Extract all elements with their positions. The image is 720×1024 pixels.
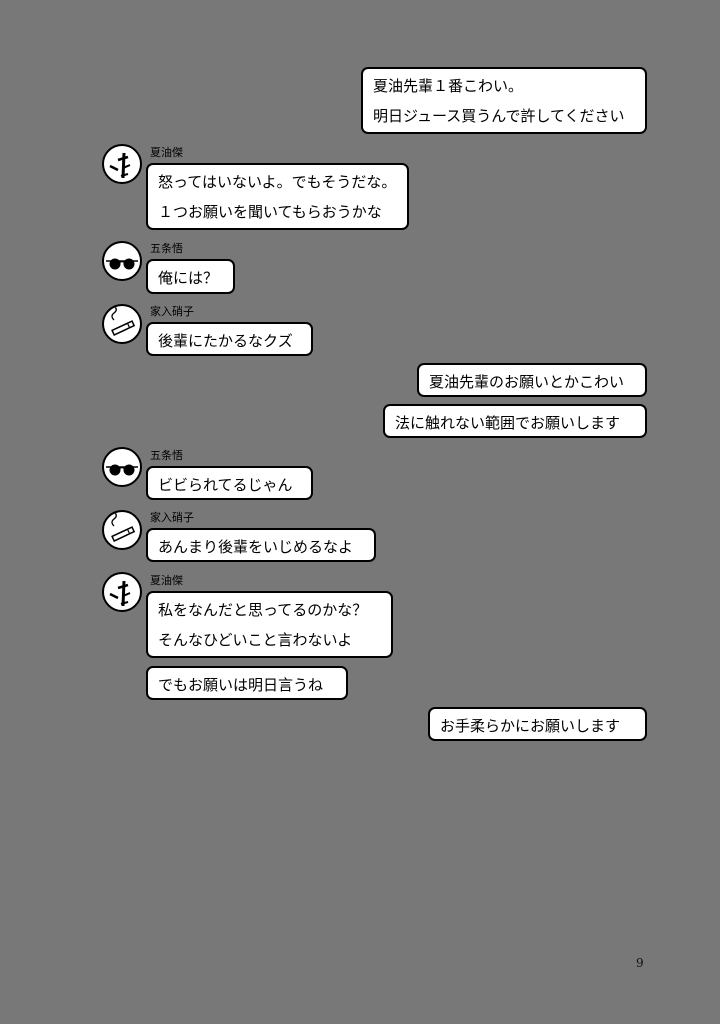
avatar-shoko	[102, 304, 142, 344]
sunglasses-icon	[106, 258, 138, 270]
message-text: 夏油先輩のお願いとかこわい	[429, 373, 625, 391]
kanji-mark-icon	[109, 580, 131, 607]
avatar-gojo	[102, 241, 142, 281]
speaker-name-shoko: 家入硝子	[150, 511, 194, 524]
cigarette-icon	[111, 306, 136, 336]
message-bubble-geto: でもお願いは明日言うね	[146, 666, 348, 700]
message-text: 俺には？	[158, 269, 219, 287]
avatar-shoko	[102, 510, 142, 550]
message-text: 夏油先輩１番こわい。	[373, 77, 524, 95]
message-text: 法に触れない範囲でお願いします	[395, 414, 621, 432]
message-text: そんなひどいこと言わないよ	[158, 631, 353, 649]
message-text: 怒ってはいないよ。でもそうだな。	[158, 173, 397, 191]
message-text: お手柔らかにお願いします	[440, 717, 621, 735]
cigarette-icon	[111, 512, 136, 542]
message-text: 明日ジュース買うんで許してください	[373, 107, 625, 125]
speaker-name-geto: 夏油傑	[150, 146, 183, 159]
message-text: でもお願いは明日言うね	[158, 676, 324, 694]
message-bubble-shoko: あんまり後輩をいじめるなよ	[146, 528, 376, 562]
message-bubble-geto: 私をなんだと思ってるのかな？ そんなひどいこと言わないよ	[146, 591, 393, 658]
message-bubble-geto: 怒ってはいないよ。でもそうだな。 １つお願いを聞いてもらおうかな	[146, 163, 409, 230]
message-bubble-self: 夏油先輩のお願いとかこわい	[417, 363, 647, 397]
message-text: ビビられてるじゃん	[158, 476, 293, 494]
kanji-mark-icon	[109, 152, 131, 179]
message-bubble-shoko: 後輩にたかるなクズ	[146, 322, 313, 356]
message-bubble-self: 法に触れない範囲でお願いします	[383, 404, 647, 438]
avatar-geto	[102, 572, 142, 612]
message-bubble-gojo: 俺には？	[146, 259, 235, 294]
message-text: 後輩にたかるなクズ	[158, 332, 293, 350]
message-text: あんまり後輩をいじめるなよ	[158, 538, 354, 556]
page-number: 9	[636, 956, 644, 970]
avatar-gojo	[102, 447, 142, 487]
speaker-name-shoko: 家入硝子	[150, 305, 194, 318]
message-bubble-self: お手柔らかにお願いします	[428, 707, 647, 741]
speaker-name-geto: 夏油傑	[150, 574, 183, 587]
message-bubble-gojo: ビビられてるじゃん	[146, 466, 313, 500]
message-text: １つお願いを聞いてもらおうかな	[158, 203, 382, 221]
sunglasses-icon	[106, 464, 138, 476]
speaker-name-gojo: 五条悟	[150, 449, 183, 462]
message-text: 私をなんだと思ってるのかな？	[158, 601, 368, 619]
avatar-geto	[102, 144, 142, 184]
message-bubble-self: 夏油先輩１番こわい。 明日ジュース買うんで許してください	[361, 67, 647, 134]
speaker-name-gojo: 五条悟	[150, 242, 183, 255]
